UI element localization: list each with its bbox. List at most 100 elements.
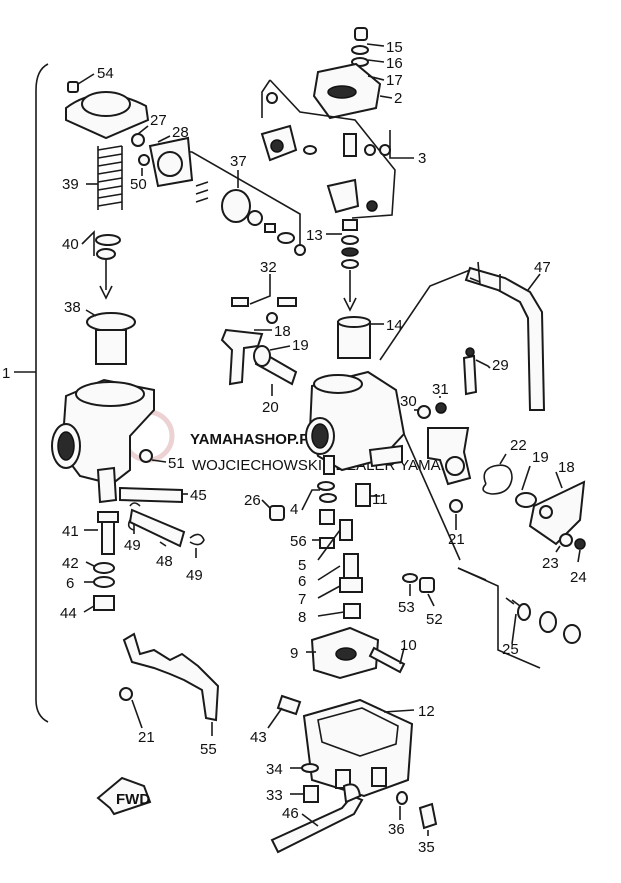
callout-number: 43 — [250, 729, 267, 746]
callout-53: 53 — [398, 584, 415, 616]
callout-39: 39 — [62, 176, 98, 193]
callout-19a: 19 — [269, 337, 309, 354]
callout-52: 52 — [426, 593, 443, 628]
callout-number: 2 — [394, 90, 402, 107]
callout-46: 46 — [282, 805, 319, 827]
callout-number: 6 — [298, 573, 306, 590]
callout-3: 3 — [389, 130, 426, 167]
callout-number: 7 — [298, 591, 306, 608]
callout-30: 30 — [400, 393, 418, 411]
callout-9: 9 — [290, 645, 316, 662]
callout-35: 35 — [418, 830, 435, 856]
callout-number: 45 — [190, 487, 207, 504]
fwd-label: FWD — [116, 791, 150, 808]
callout-21a: 21 — [448, 514, 465, 548]
callout-number: 32 — [260, 259, 277, 276]
callout-38: 38 — [64, 299, 97, 317]
callout-27: 27 — [137, 112, 167, 135]
callout-number: 52 — [426, 611, 443, 628]
callout-number: 4 — [290, 501, 298, 518]
callout-13: 13 — [306, 227, 342, 244]
callout-number: 53 — [398, 599, 415, 616]
callout-14: 14 — [370, 317, 403, 334]
callout-54: 54 — [77, 65, 114, 85]
callout-2: 2 — [379, 90, 402, 107]
callout-number: 50 — [130, 176, 147, 193]
callout-49a: 49 — [124, 524, 141, 554]
callout-number: 49 — [124, 537, 141, 554]
callout-19b: 19 — [521, 449, 549, 491]
callout-number: 3 — [418, 150, 426, 167]
callout-number: 39 — [62, 176, 79, 193]
callout-number: 49 — [186, 567, 203, 584]
callout-number: 28 — [172, 124, 189, 141]
callout-number: 34 — [266, 761, 283, 778]
callout-16: 16 — [367, 55, 403, 72]
callout-45: 45 — [182, 487, 207, 504]
callout-number: 9 — [290, 645, 298, 662]
callout-number: 46 — [282, 805, 299, 822]
callout-18a: 18 — [254, 323, 291, 340]
parts: FWD — [51, 27, 586, 854]
callout-48: 48 — [156, 541, 173, 570]
callout-number: 30 — [400, 393, 417, 410]
callout-55: 55 — [200, 722, 217, 758]
watermark-main: YAMAHASHOP.PL — [190, 431, 318, 448]
callout-26: 26 — [244, 492, 271, 509]
callout-number: 42 — [62, 555, 79, 572]
callout-number: 40 — [62, 236, 79, 253]
callout-25: 25 — [502, 613, 519, 658]
callout-number: 48 — [156, 553, 173, 570]
callout-number: 33 — [266, 787, 283, 804]
callout-56: 56 — [290, 533, 320, 550]
callout-number: 24 — [570, 569, 587, 586]
callout-51: 51 — [151, 455, 185, 472]
callout-21b: 21 — [131, 699, 155, 746]
callout-44: 44 — [60, 605, 95, 622]
callout-number: 12 — [418, 703, 435, 720]
callout-number: 10 — [400, 637, 417, 654]
callout-number: 19 — [532, 449, 549, 466]
callout-number: 8 — [298, 609, 306, 626]
callout-7: 7 — [298, 585, 341, 608]
callout-number: 44 — [60, 605, 77, 622]
callout-49b: 49 — [186, 548, 203, 584]
group-bracket-label: 1 — [2, 365, 10, 382]
callout-number: 54 — [97, 65, 114, 82]
callout-6a: 6 — [298, 565, 341, 590]
callout-36: 36 — [388, 806, 405, 838]
callout-number: 6 — [66, 575, 74, 592]
callout-number: 16 — [386, 55, 403, 72]
callout-40: 40 — [62, 230, 95, 256]
callout-number: 51 — [168, 455, 185, 472]
callout-34: 34 — [266, 761, 302, 778]
callout-41: 41 — [62, 523, 98, 540]
callout-6b: 6 — [66, 575, 94, 592]
callout-number: 18 — [274, 323, 291, 340]
callout-number: 15 — [386, 39, 403, 56]
callout-24: 24 — [570, 549, 587, 586]
callout-number: 14 — [386, 317, 403, 334]
callout-number: 36 — [388, 821, 405, 838]
callout-20: 20 — [262, 384, 279, 416]
callout-number: 27 — [150, 112, 167, 129]
callout-37: 37 — [230, 153, 247, 188]
callout-number: 37 — [230, 153, 247, 170]
callout-42: 42 — [62, 555, 95, 572]
group-bracket: 1 — [2, 63, 49, 723]
fwd-arrow: FWD — [96, 776, 152, 816]
callout-number: 21 — [448, 531, 465, 548]
callout-number: 20 — [262, 399, 279, 416]
callout-8: 8 — [298, 609, 345, 626]
callout-number: 5 — [298, 557, 306, 574]
callout-number: 19 — [292, 337, 309, 354]
callout-10: 10 — [399, 637, 417, 665]
callout-28: 28 — [157, 124, 189, 143]
callouts: 15 16 17 2 3 54 27 28 37 39 50 13 40 47 … — [60, 39, 587, 856]
callout-number: 18 — [558, 459, 575, 476]
callout-number: 22 — [510, 437, 527, 454]
callout-number: 56 — [290, 533, 307, 550]
callout-29: 29 — [475, 357, 509, 374]
callout-22: 22 — [499, 437, 527, 465]
callout-number: 38 — [64, 299, 81, 316]
